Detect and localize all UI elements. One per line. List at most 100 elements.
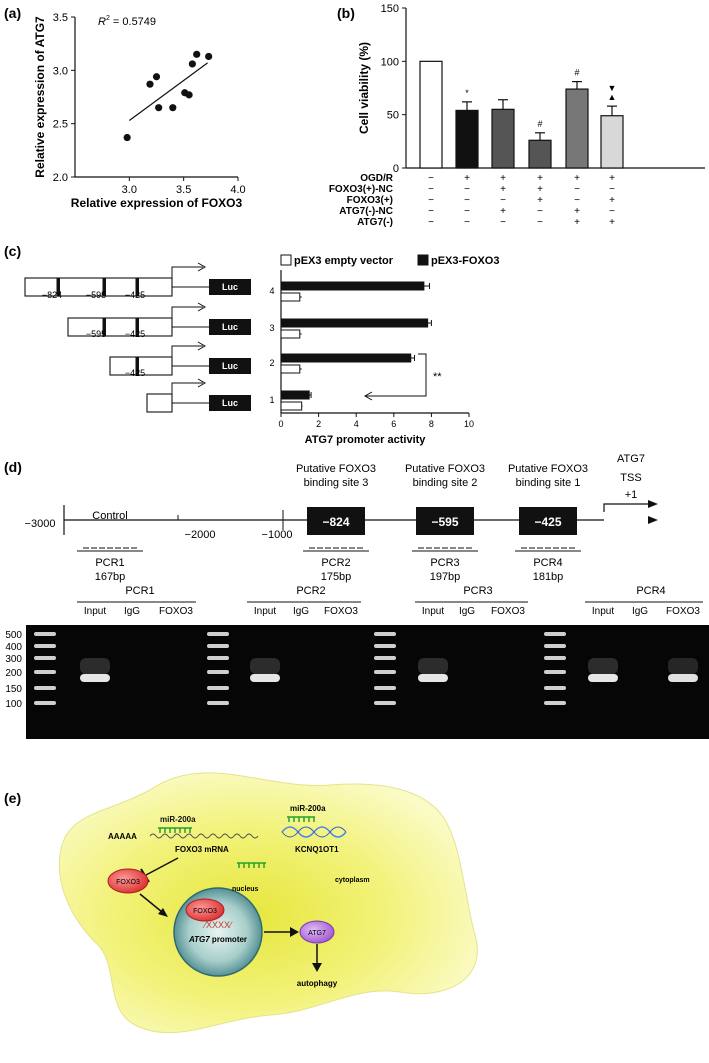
significance-mark-line: ▼ <box>608 83 617 93</box>
panel-e-label: (e) <box>4 790 21 806</box>
binding-site-label: −824 <box>322 515 349 529</box>
ladder-band <box>207 656 229 660</box>
condition-sign: + <box>609 195 615 206</box>
x-tick-label: 4 <box>354 419 359 429</box>
mirna-label-2: miR-200a <box>290 804 326 813</box>
x-tick-label: 8 <box>429 419 434 429</box>
binding-site-label: −425 <box>534 515 561 529</box>
condition-label: ATG7(-)-NC <box>339 206 393 217</box>
tss-arrowhead <box>197 341 207 351</box>
significance-mark-line: * <box>465 88 469 98</box>
promoter-marks: ⁄XXXX⁄ <box>202 920 233 930</box>
condition-sign: + <box>500 173 506 184</box>
input-band <box>418 674 448 682</box>
panel-a-label: (a) <box>4 5 21 21</box>
bar <box>600 115 624 169</box>
bar <box>565 88 589 169</box>
nucleus <box>173 887 263 977</box>
ladder-band <box>34 644 56 648</box>
foxo3-protein-cytoplasm <box>107 868 149 894</box>
input-smear <box>80 658 110 674</box>
x-tick-label: 0 <box>278 419 283 429</box>
marker-size-label: 100 <box>5 699 22 710</box>
ladder-band <box>34 670 56 674</box>
marker-size-label: 400 <box>5 642 22 653</box>
y-tick-label: 100 <box>381 56 399 68</box>
ladder-band <box>207 686 229 690</box>
y-axis-label: Cell viability (%) <box>357 42 371 134</box>
tss-arrow <box>171 266 203 287</box>
lane-label-igg: IgG <box>293 606 309 617</box>
condition-sign: + <box>500 184 506 195</box>
ladder-band <box>34 701 56 705</box>
luc-box <box>209 279 251 295</box>
y-tick-label: 2.5 <box>53 119 68 131</box>
condition-sign: + <box>537 184 543 195</box>
legend-label: pEX3-FOXO3 <box>431 255 499 267</box>
luc-label: Luc <box>222 361 238 371</box>
bar-foxo3 <box>280 318 429 328</box>
tss-arrowhead <box>197 262 207 272</box>
promoter-fragment <box>67 317 173 337</box>
y-tick-label: 2.0 <box>53 172 68 184</box>
panel-e: (e) miR-200a AAAAA FOXO3 mRNA miR-200a K… <box>4 772 478 1034</box>
translocation-line <box>139 893 163 913</box>
site-subtitle: binding site 3 <box>304 477 369 489</box>
mrna-wave <box>149 833 259 839</box>
lane-label-input: Input <box>592 606 614 617</box>
tss-arrow <box>171 345 203 366</box>
condition-sign: − <box>537 206 543 217</box>
significance-mark: ** <box>433 371 442 383</box>
pcr-size: 175bp <box>321 571 352 583</box>
marker-size-label: 300 <box>5 654 22 665</box>
y-tick-label: 150 <box>381 3 399 15</box>
promoter-fragment <box>146 393 173 413</box>
category-label: 3 <box>269 323 274 333</box>
input-band <box>588 674 618 682</box>
condition-sign: − <box>428 217 434 228</box>
condition-sign: − <box>428 184 434 195</box>
bar <box>528 139 552 169</box>
input-band <box>250 674 280 682</box>
construct-position-label: −425 <box>125 290 145 300</box>
legend-swatch-empty <box>280 254 292 266</box>
ladder-band <box>374 656 396 660</box>
ladder-band <box>544 686 566 690</box>
x-tick-label: 6 <box>391 419 396 429</box>
category-label: 4 <box>269 286 274 296</box>
ladder-band <box>207 644 229 648</box>
category-label: 2 <box>269 358 274 368</box>
construct-position-label: −425 <box>125 329 145 339</box>
significance-mark: # <box>537 119 542 129</box>
input-smear <box>418 658 448 674</box>
site-title: Putative FOXO3 <box>405 463 485 475</box>
condition-sign: + <box>574 217 580 228</box>
lncrna-wave-2 <box>281 826 347 838</box>
translocation-arrowhead <box>158 908 168 917</box>
foxo3-nuc-label: FOXO3 <box>193 908 217 915</box>
marker-size-label: 150 <box>5 684 22 695</box>
y-axis-label: Relative expression of ATG7 <box>33 16 47 178</box>
foxo3-smear <box>668 658 698 674</box>
mirna-strand-2 <box>287 816 315 822</box>
control-label: Control <box>92 510 127 522</box>
binding-site-mark <box>135 278 139 296</box>
atg7-protein <box>299 920 335 944</box>
input-smear <box>588 658 618 674</box>
gel-pcr-title: PCR3 <box>463 585 492 597</box>
condition-sign: − <box>464 184 470 195</box>
polya-label: AAAAA <box>108 832 137 841</box>
bar-empty-vector <box>280 329 301 339</box>
lane-label-igg: IgG <box>124 606 140 617</box>
condition-sign: − <box>500 217 506 228</box>
tick-1000-label: −1000 <box>262 529 293 541</box>
cytoplasm-label: cytoplasm <box>335 877 370 884</box>
foxo3-protein-nucleus <box>185 898 225 922</box>
site-title: Putative FOXO3 <box>508 463 588 475</box>
significance-mark: ▼▲ <box>608 83 617 102</box>
ladder-band <box>374 686 396 690</box>
site-subtitle: binding site 2 <box>413 477 478 489</box>
r2-value: = 0.5749 <box>110 16 156 28</box>
binding-site-mark <box>102 318 106 336</box>
